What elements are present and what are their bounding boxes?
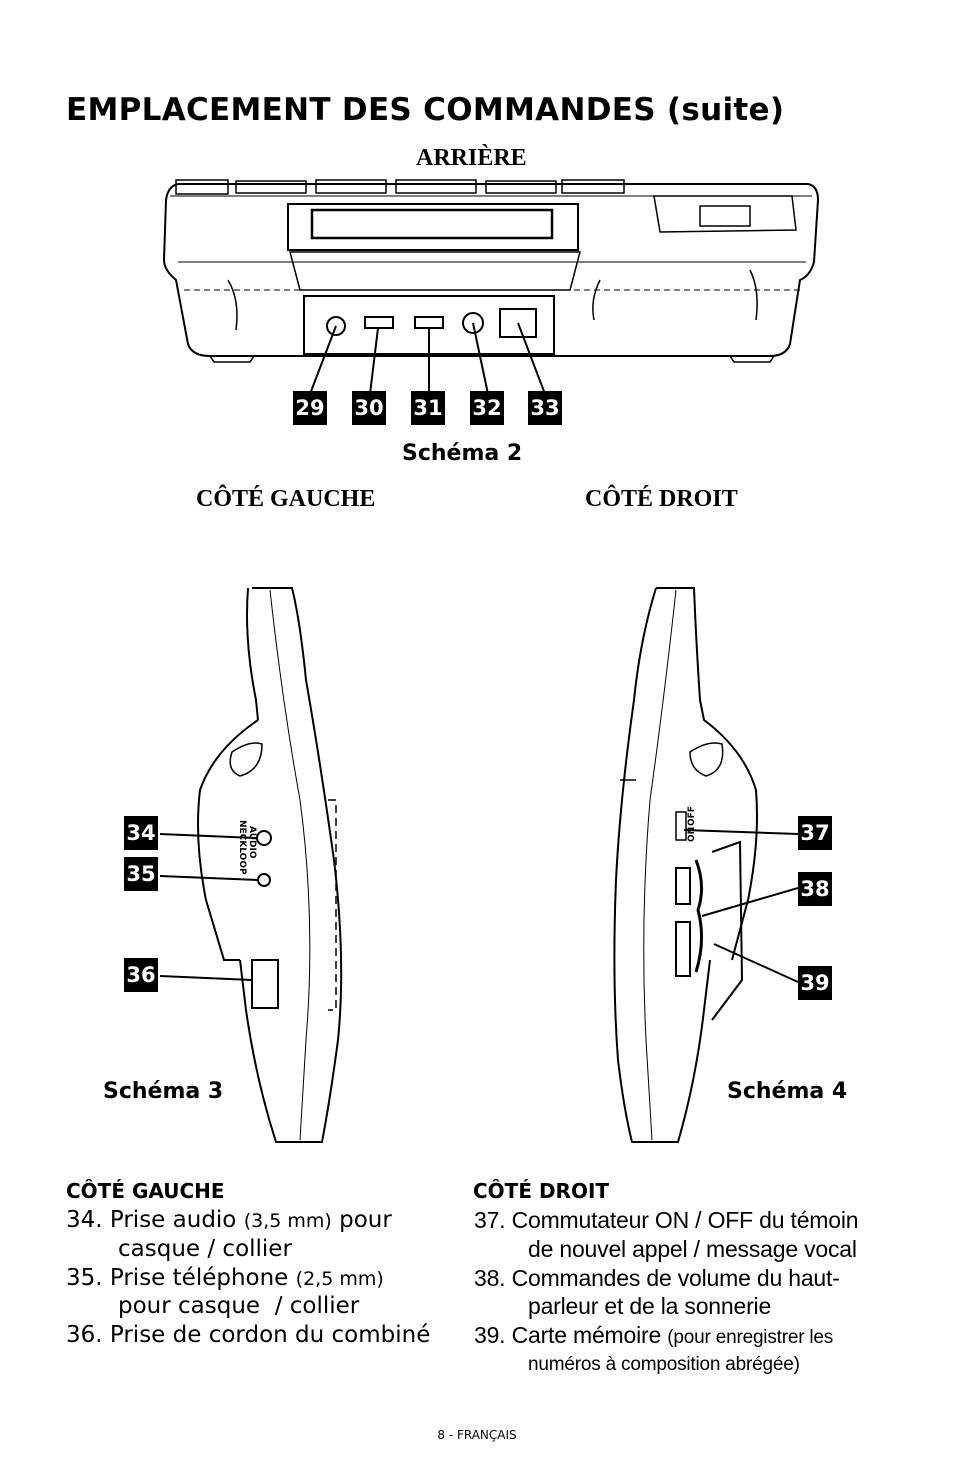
page-title: EMPLACEMENT DES COMMANDES (suite): [66, 92, 785, 128]
list-item-37: 37. Commutateur ON / OFF du témoin: [474, 1206, 859, 1235]
schema-3-caption: Schéma 3: [103, 1079, 224, 1104]
list-item-35-continued: pour casque / collier: [118, 1293, 360, 1319]
callout-39: 39: [798, 966, 832, 1000]
callout-30: 30: [352, 391, 386, 425]
left-list-heading: CÔTÉ GAUCHE: [66, 1179, 225, 1203]
device-markings: AUDIO NECKLOOP ON OFF: [237, 806, 697, 875]
right-list-heading: CÔTÉ DROIT: [473, 1179, 610, 1203]
switch-on-marking: ON: [687, 827, 697, 842]
neckloop-marking: NECKLOOP: [237, 820, 247, 875]
callout-33: 33: [528, 391, 562, 425]
item-number: 37.: [474, 1207, 506, 1233]
callout-32: 32: [470, 391, 504, 425]
item-detail: (2,5 mm): [295, 1268, 384, 1290]
page-footer: 8 - FRANÇAIS: [437, 1428, 517, 1442]
rear-view-label: ARRIÈRE: [416, 145, 527, 171]
callout-37: 37: [798, 816, 832, 850]
left-side-heading: CÔTÉ GAUCHE: [196, 486, 376, 512]
item-detail: (3,5 mm): [243, 1210, 332, 1232]
callout-36: 36: [124, 958, 158, 992]
list-item-38: 38. Commandes de volume du haut-: [474, 1264, 840, 1293]
schema-4-caption: Schéma 4: [727, 1079, 848, 1104]
item-number: 39.: [474, 1322, 506, 1348]
item-text: Prise téléphone: [109, 1265, 289, 1291]
list-item-37-continued: de nouvel appel / message vocal: [528, 1236, 857, 1262]
list-item-39-continued: numéros à composition abrégée): [528, 1354, 800, 1375]
list-item-34: 34. Prise audio (3,5 mm) pour: [66, 1206, 392, 1236]
list-item-35: 35. Prise téléphone (2,5 mm): [66, 1264, 384, 1294]
item-text: Prise de cordon du combiné: [109, 1322, 431, 1348]
rear-leader-lines: [309, 322, 546, 395]
right-side-drawing: [613, 587, 758, 1143]
item-detail: (pour enregistrer les: [667, 1327, 834, 1348]
callout-35: 35: [124, 857, 158, 891]
right-leader-lines: [683, 829, 799, 983]
list-item-39: 39. Carte mémoire (pour enregistrer les: [474, 1321, 833, 1352]
rear-view-drawing: [162, 179, 820, 363]
schema-2-caption: Schéma 2: [402, 441, 523, 466]
callout-34: 34: [124, 816, 158, 850]
left-leader-lines: [159, 833, 259, 981]
item-number: 35.: [66, 1265, 103, 1291]
item-text: Carte mémoire: [511, 1322, 662, 1348]
item-number: 34.: [66, 1207, 103, 1233]
item-text: Commandes de volume du haut-: [511, 1265, 840, 1291]
callout-38: 38: [798, 872, 832, 906]
callout-29: 29: [293, 391, 327, 425]
audio-marking: AUDIO: [247, 826, 257, 859]
list-item-34-continued: casque / collier: [118, 1236, 292, 1262]
list-item-36: 36. Prise de cordon du combiné: [66, 1321, 430, 1350]
switch-off-marking: OFF: [687, 806, 697, 826]
right-side-heading: CÔTÉ DROIT: [585, 486, 738, 512]
item-text-suffix: pour: [339, 1207, 392, 1233]
callout-31: 31: [411, 391, 445, 425]
item-number: 36.: [66, 1322, 103, 1348]
item-number: 38.: [474, 1265, 506, 1291]
left-side-drawing: [197, 587, 343, 1143]
list-item-38-continued: parleur et de la sonnerie: [528, 1293, 772, 1319]
item-text: Commutateur ON / OFF du témoin: [511, 1207, 859, 1233]
item-text: Prise audio: [109, 1207, 237, 1233]
